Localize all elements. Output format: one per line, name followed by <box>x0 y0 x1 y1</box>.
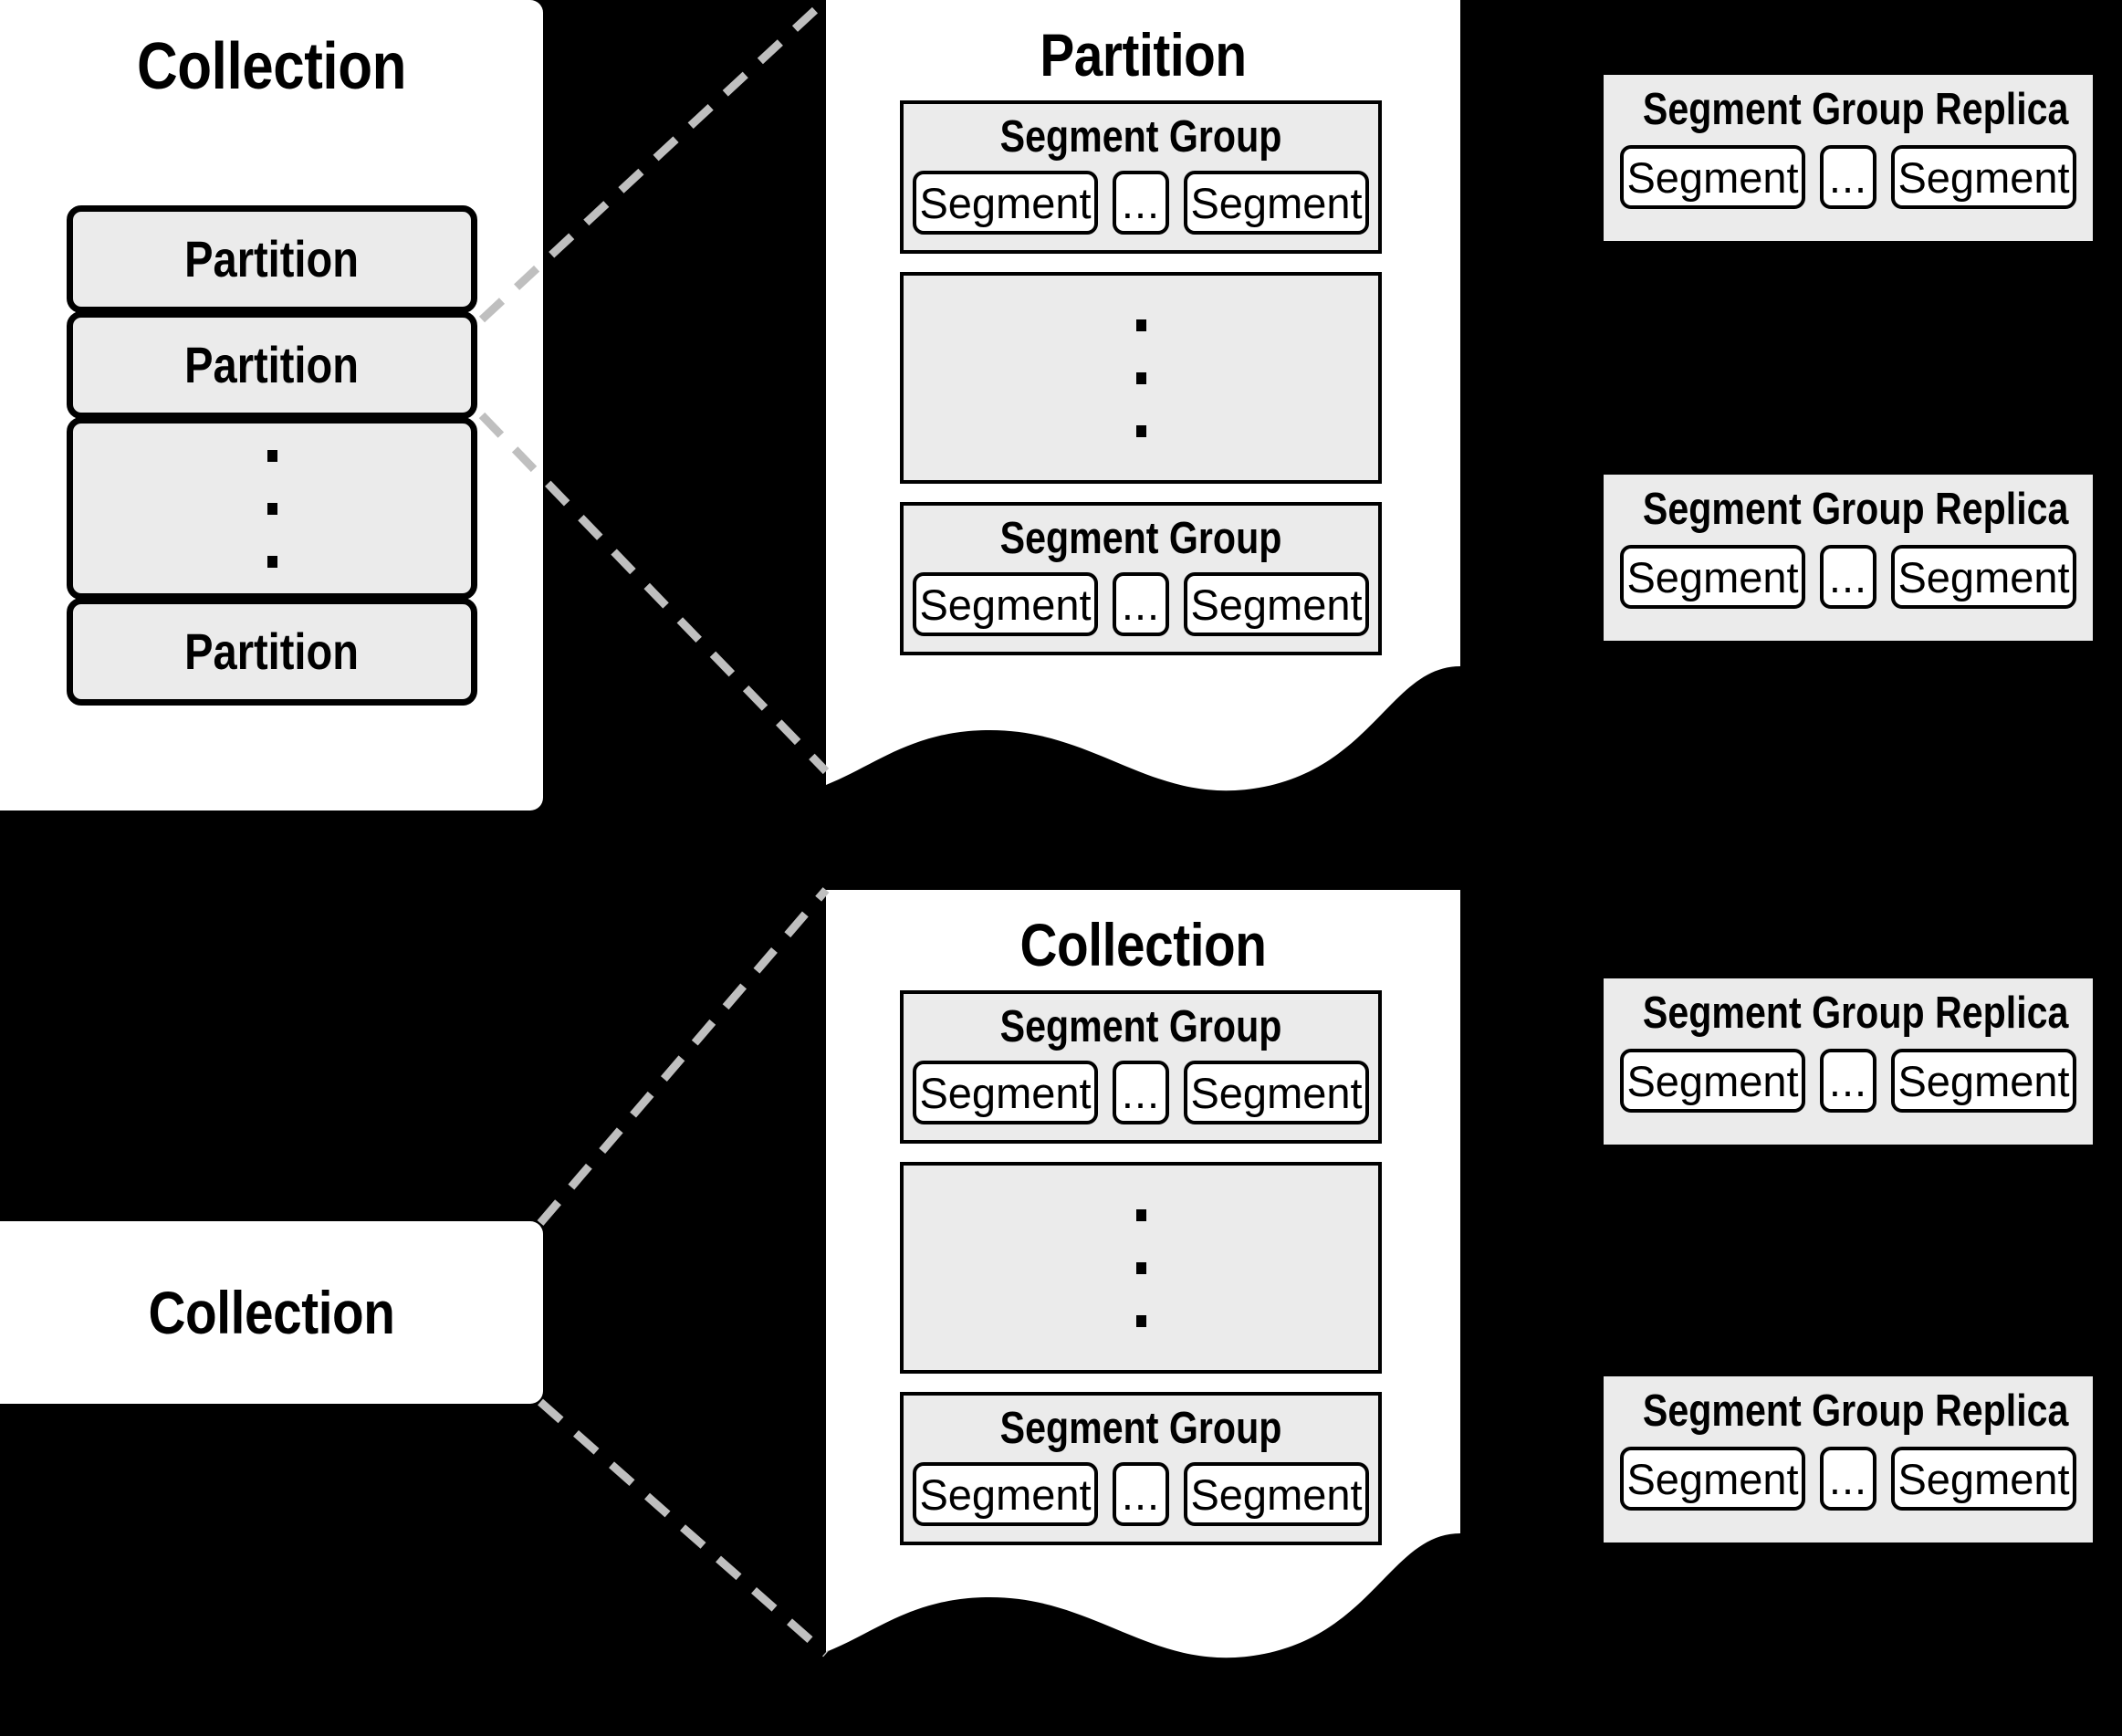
segment-box[interactable]: Segment <box>1184 171 1369 235</box>
bottom-collection-title: Collection <box>148 1279 395 1346</box>
segment-ellipsis-box: ... <box>1820 1447 1876 1511</box>
partition-chip-label: Partition <box>184 336 360 393</box>
connector-collection-top <box>537 887 830 1226</box>
segment-box[interactable]: Segment <box>1184 1061 1369 1124</box>
collection-replica-1: Segment Group Replica Segment ... Segmen… <box>1604 978 2093 1145</box>
collection-replica-2: Segment Group Replica Segment ... Segmen… <box>1604 1376 2093 1543</box>
segment-row: Segment ... Segment <box>1604 545 2093 609</box>
segment-box[interactable]: Segment <box>1620 1049 1805 1113</box>
segment-row: Segment ... Segment <box>904 572 1378 636</box>
vertical-dots-icon <box>904 276 1378 480</box>
partition-chip-ellipsis <box>67 417 477 600</box>
partition-detail-title: Partition <box>1040 21 1247 89</box>
segment-group-2: Segment Group Segment ... Segment <box>900 502 1382 655</box>
segment-group-replica-title: Segment Group Replica <box>1642 988 2069 1038</box>
left-collection-panel: Collection Partition Partition Partition <box>0 0 543 810</box>
segment-row: Segment ... Segment <box>904 1462 1378 1526</box>
partition-chip-3[interactable]: Partition <box>67 598 477 706</box>
segment-box[interactable]: Segment <box>1620 1447 1805 1511</box>
partition-chip-label: Partition <box>184 622 360 680</box>
segment-row: Segment ... Segment <box>1604 1049 2093 1113</box>
segment-group-ellipsis <box>900 1162 1382 1374</box>
segment-row: Segment ... Segment <box>1604 1447 2093 1511</box>
segment-group-replica-title: Segment Group Replica <box>1642 1386 2069 1436</box>
segment-group-title: Segment Group <box>999 1404 1282 1453</box>
segment-row: Segment ... Segment <box>904 171 1378 235</box>
bottom-collection-node[interactable]: Collection <box>0 1221 543 1404</box>
partition-chip-label: Partition <box>184 230 360 288</box>
segment-box[interactable]: Segment <box>1891 545 2076 609</box>
segment-ellipsis-box: ... <box>1113 572 1169 636</box>
segment-group-1: Segment Group Segment ... Segment <box>900 100 1382 254</box>
segment-box[interactable]: Segment <box>1184 1462 1369 1526</box>
segment-box[interactable]: Segment <box>913 1462 1098 1526</box>
vertical-dots-icon <box>904 1166 1378 1370</box>
partition-chip-1[interactable]: Partition <box>67 205 477 313</box>
segment-ellipsis-box: ... <box>1113 1462 1169 1526</box>
segment-row: Segment ... Segment <box>1604 145 2093 209</box>
segment-ellipsis-box: ... <box>1113 171 1169 235</box>
partition-replica-2: Segment Group Replica Segment ... Segmen… <box>1604 475 2093 641</box>
segment-box[interactable]: Segment <box>913 171 1098 235</box>
segment-group-ellipsis <box>900 272 1382 484</box>
vertical-dots-icon <box>73 424 471 593</box>
segment-group-title: Segment Group <box>999 112 1282 162</box>
connector-collection-bottom <box>538 1398 829 1658</box>
partition-chip-2[interactable]: Partition <box>67 311 477 419</box>
partition-replica-1: Segment Group Replica Segment ... Segmen… <box>1604 75 2093 241</box>
segment-box[interactable]: Segment <box>1891 145 2076 209</box>
segment-box[interactable]: Segment <box>1620 545 1805 609</box>
segment-box[interactable]: Segment <box>1891 1447 2076 1511</box>
collection-detail-panel: Collection Segment Group Segment ... Seg… <box>826 890 1460 1736</box>
partition-detail-panel: Partition Segment Group Segment ... Segm… <box>826 0 1460 849</box>
segment-box[interactable]: Segment <box>1620 145 1805 209</box>
segment-group-title: Segment Group <box>999 514 1282 563</box>
segment-group-replica-title: Segment Group Replica <box>1642 85 2069 134</box>
segment-box[interactable]: Segment <box>913 572 1098 636</box>
segment-box[interactable]: Segment <box>1891 1049 2076 1113</box>
collection-detail-title: Collection <box>1019 911 1267 978</box>
left-collection-title: Collection <box>136 30 406 103</box>
segment-group-1: Segment Group Segment ... Segment <box>900 990 1382 1144</box>
segment-group-replica-title: Segment Group Replica <box>1642 485 2069 534</box>
segment-ellipsis-box: ... <box>1113 1061 1169 1124</box>
segment-ellipsis-box: ... <box>1820 545 1876 609</box>
segment-row: Segment ... Segment <box>904 1061 1378 1124</box>
segment-group-title: Segment Group <box>999 1002 1282 1051</box>
segment-ellipsis-box: ... <box>1820 1049 1876 1113</box>
segment-box[interactable]: Segment <box>913 1061 1098 1124</box>
segment-ellipsis-box: ... <box>1820 145 1876 209</box>
segment-group-2: Segment Group Segment ... Segment <box>900 1392 1382 1545</box>
segment-box[interactable]: Segment <box>1184 572 1369 636</box>
